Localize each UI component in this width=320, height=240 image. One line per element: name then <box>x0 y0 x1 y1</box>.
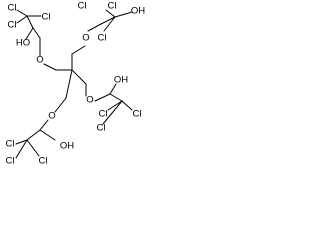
atom-label: Cl <box>78 1 87 12</box>
atom-label: Cl <box>97 123 106 134</box>
bond-line <box>102 100 123 125</box>
bond-line <box>39 119 49 131</box>
bond-line <box>43 63 57 71</box>
bond-line <box>16 9 28 17</box>
atom-label: Cl <box>133 109 142 120</box>
bond-line <box>94 93 111 102</box>
bond-line <box>39 129 56 141</box>
bond-line <box>105 9 116 18</box>
bond-line <box>71 45 86 55</box>
bond-line <box>32 27 41 39</box>
atom-label: OH <box>131 6 145 17</box>
bond-line <box>103 16 116 32</box>
atom-label: Cl <box>6 156 15 167</box>
atom-label: Cl <box>99 109 108 120</box>
bond-line <box>15 139 28 159</box>
bond-line <box>54 97 67 113</box>
atom-label: O <box>36 55 43 66</box>
bond-line <box>15 139 28 145</box>
atom-label: O <box>48 111 55 122</box>
atom-labels: Cl Cl Cl HO O Cl Cl Cl OH O OH O Cl Cl C… <box>6 1 146 167</box>
atom-label: Cl <box>42 12 51 23</box>
bond-line <box>100 16 116 25</box>
structural-formula: Cl Cl Cl HO O Cl Cl Cl OH O OH O Cl Cl C… <box>6 1 146 167</box>
bonds <box>15 9 133 159</box>
bond-line <box>109 93 123 102</box>
atom-label: Cl <box>98 33 107 44</box>
atom-label: Cl <box>39 156 48 167</box>
atom-label: O <box>82 33 89 44</box>
bond-line <box>87 23 102 32</box>
atom-label: Cl <box>8 20 17 31</box>
bond-line <box>114 11 133 18</box>
bond-line <box>65 69 73 99</box>
bond-line <box>109 83 117 95</box>
bond-line <box>16 15 28 24</box>
atom-label: OH <box>114 75 128 86</box>
atom-label: Cl <box>108 1 117 12</box>
atom-label: HO <box>16 38 30 49</box>
bond-line <box>25 27 34 40</box>
atom-label: OH <box>60 141 74 152</box>
bond-line <box>71 69 87 85</box>
bond-line <box>121 100 133 111</box>
bond-line <box>26 139 40 157</box>
bond-line <box>26 129 41 141</box>
bond-line <box>26 15 34 29</box>
atom-label: Cl <box>6 139 15 150</box>
bond-line <box>107 100 123 111</box>
atom-label: Cl <box>8 3 17 14</box>
atom-label: O <box>86 95 93 106</box>
